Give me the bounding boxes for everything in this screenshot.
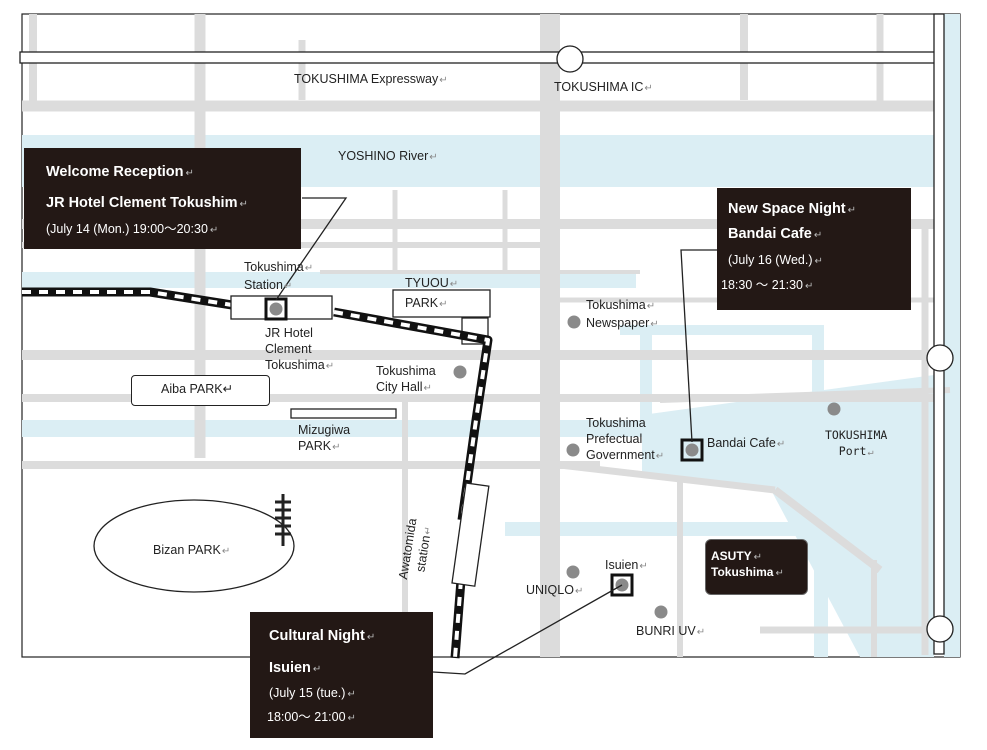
- prefectual-government-marker: [566, 443, 580, 457]
- bizan-park-outline: [93, 499, 295, 593]
- bandai-cafe-label: Bandai Cafe↵: [707, 436, 786, 450]
- mizugiwa-park-outline: [290, 408, 397, 419]
- expressway-label: TOKUSHIMA Expressway↵: [294, 72, 448, 86]
- aiba-park-label: Aiba PARK↵: [131, 375, 270, 406]
- city-hall-marker: [453, 365, 467, 379]
- poi-markers: [269, 302, 841, 619]
- uniqlo-marker: [566, 565, 580, 579]
- river-label: YOSHINO River↵: [338, 149, 438, 163]
- cultural-night-callout: Cultural Night↵ Isuien↵ (July 15 (tue.)↵…: [250, 612, 433, 738]
- callout-leaders: [275, 197, 717, 675]
- tokushima-port-label: TOKUSHIMA Port↵: [825, 428, 888, 458]
- asuty-badge: ASUTY↵ Tokushima↵: [705, 539, 808, 595]
- prefectual-government-label: Tokushima Prefectual Government↵: [586, 416, 665, 462]
- city-hall-label: Tokushima City Hall↵: [376, 364, 436, 394]
- bunri-label: BUNRI UV↵: [636, 624, 706, 638]
- interchange-label: TOKUSHIMA IC↵: [554, 80, 653, 94]
- newspaper-marker: [567, 315, 581, 329]
- bandai-cafe-marker: [685, 443, 699, 457]
- expressway: [19, 13, 954, 655]
- interchange-circle: [556, 45, 584, 73]
- port-marker: [827, 402, 841, 416]
- awatomida-station-building: [451, 482, 490, 587]
- isuien-label: Isuien↵: [605, 558, 648, 572]
- jr-hotel-marker: [269, 302, 283, 316]
- tokushima-station-label: Tokushima↵ Station↵: [244, 260, 314, 292]
- jr-hotel-label: JR Hotel Clement Tokushima↵: [265, 326, 335, 372]
- tyuou-park-outline: [392, 289, 491, 318]
- railway: [22, 287, 493, 659]
- bunri-marker: [654, 605, 668, 619]
- newspaper-label: Tokushima↵ Newspaper↵: [586, 298, 659, 330]
- uniqlo-label: UNIQLO↵: [526, 583, 584, 597]
- bizan-park-label: Bizan PARK↵: [153, 543, 231, 557]
- tyuou-park-label: TYUOU↵ PARK↵: [405, 276, 459, 310]
- ropeway-track: [275, 494, 291, 546]
- mizugiwa-park-label: Mizugiwa PARK↵: [298, 423, 351, 453]
- new-space-night-callout: New Space Night↵ Bandai Cafe↵ (July 16 (…: [717, 188, 911, 310]
- welcome-reception-callout: Welcome Reception↵ JR Hotel Clement Toku…: [24, 148, 301, 249]
